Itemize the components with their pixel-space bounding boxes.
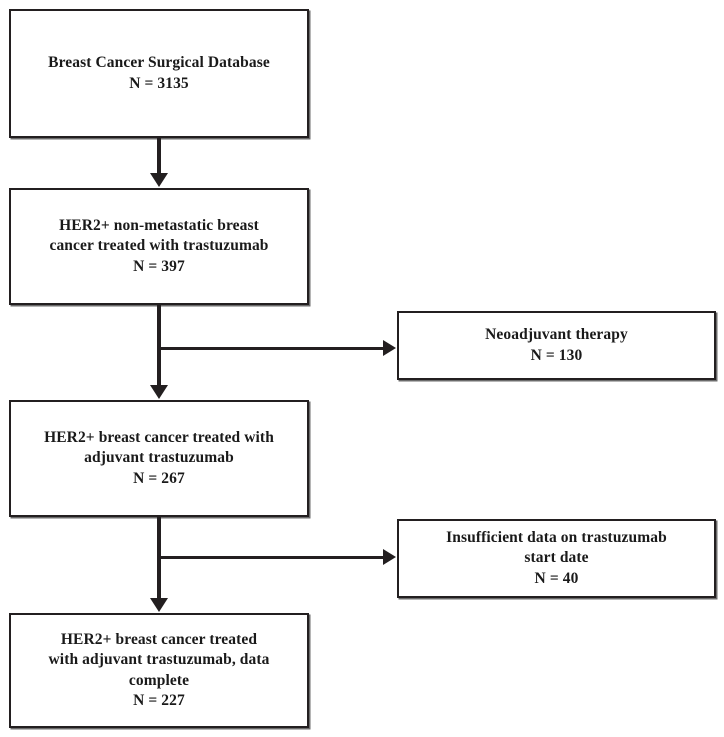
node-label-database: Breast Cancer Surgical Database N = 3135 (48, 54, 270, 92)
node-neoadjuvant-therapy-exclusion: Neoadjuvant therapy N = 130 (397, 311, 716, 380)
node-label-adjuvant: HER2+ breast cancer treated with adjuvan… (44, 428, 274, 487)
connector-her2-treated-to-neoadjuvant (159, 347, 384, 350)
node-label-neoadjuvant: Neoadjuvant therapy N = 130 (485, 326, 628, 364)
node-her2-adjuvant-data-complete: HER2+ breast cancer treated with adjuvan… (9, 613, 309, 728)
node-label-insufficient: Insufficient data on trastuzumab start d… (446, 528, 667, 587)
node-her2-nonmetastatic-trastuzumab: HER2+ non-metastatic breast cancer treat… (9, 188, 309, 305)
node-label-her2-treated: HER2+ non-metastatic breast cancer treat… (49, 216, 269, 275)
node-label-final: HER2+ breast cancer treated with adjuvan… (48, 630, 270, 709)
arrowhead-down-icon-1 (150, 173, 168, 187)
arrowhead-right-icon-2 (383, 549, 396, 565)
connector-database-to-her2-treated (157, 138, 161, 174)
node-insufficient-data-exclusion: Insufficient data on trastuzumab start d… (397, 519, 716, 598)
node-her2-adjuvant-trastuzumab: HER2+ breast cancer treated with adjuvan… (9, 400, 309, 517)
arrowhead-down-icon-3 (150, 598, 168, 612)
connector-her2-treated-to-adjuvant (157, 305, 161, 386)
connector-adjuvant-to-insufficient (159, 556, 384, 559)
arrowhead-down-icon-2 (150, 385, 168, 399)
node-breast-cancer-surgical-database: Breast Cancer Surgical Database N = 3135 (9, 9, 309, 138)
arrowhead-right-icon-1 (383, 340, 396, 356)
